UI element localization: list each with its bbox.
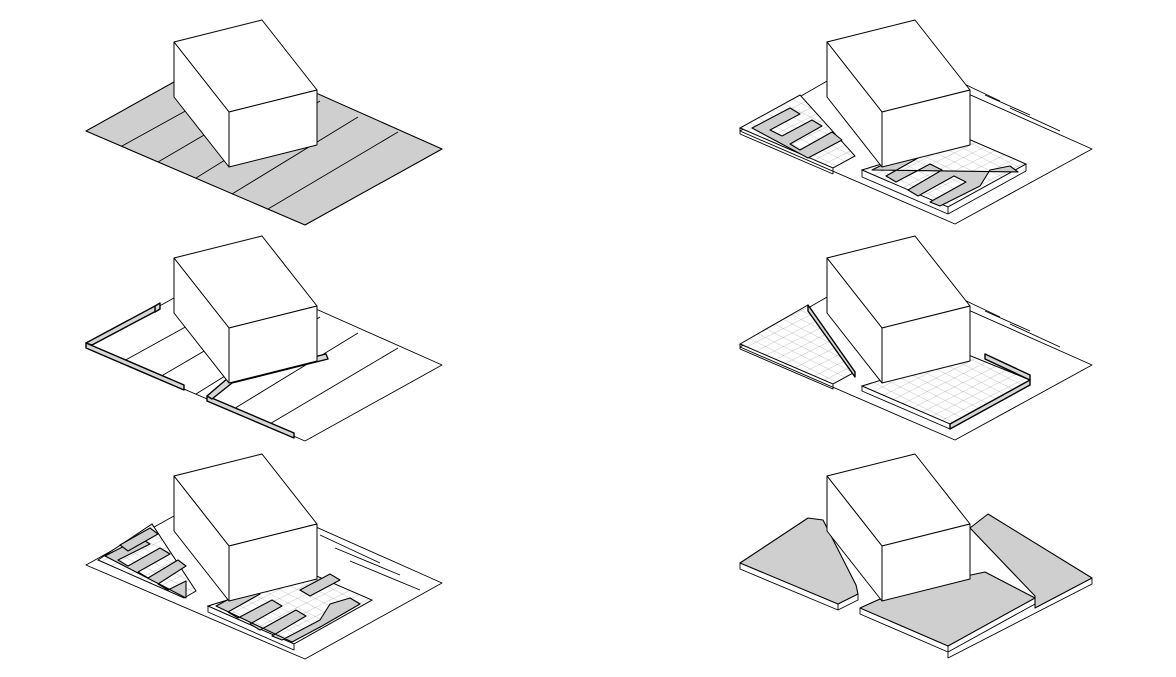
building-box — [826, 19, 971, 168]
panel-pattern-blocks-left — [85, 453, 443, 660]
ground-stripes — [959, 297, 1061, 348]
ground-stripes — [319, 534, 421, 591]
building-box — [173, 453, 318, 602]
tiled-area-left — [738, 304, 856, 390]
pattern-block-left — [738, 94, 856, 175]
building-box — [826, 453, 971, 602]
panel-solid-ground — [85, 19, 443, 226]
ground-stripes — [959, 81, 1061, 132]
panel-edge-walls — [85, 235, 443, 442]
wall-left — [85, 302, 185, 391]
building-box — [826, 235, 971, 384]
panel-pattern-blocks-right — [738, 19, 1093, 225]
building-box — [173, 235, 318, 384]
building-box — [173, 19, 318, 168]
panel-split-terraces — [739, 453, 1093, 659]
terrace-back-right — [969, 513, 1093, 609]
panel-tiled-surface — [738, 235, 1093, 441]
tiled-area-right — [860, 353, 1032, 430]
pattern-block-left — [96, 523, 197, 599]
